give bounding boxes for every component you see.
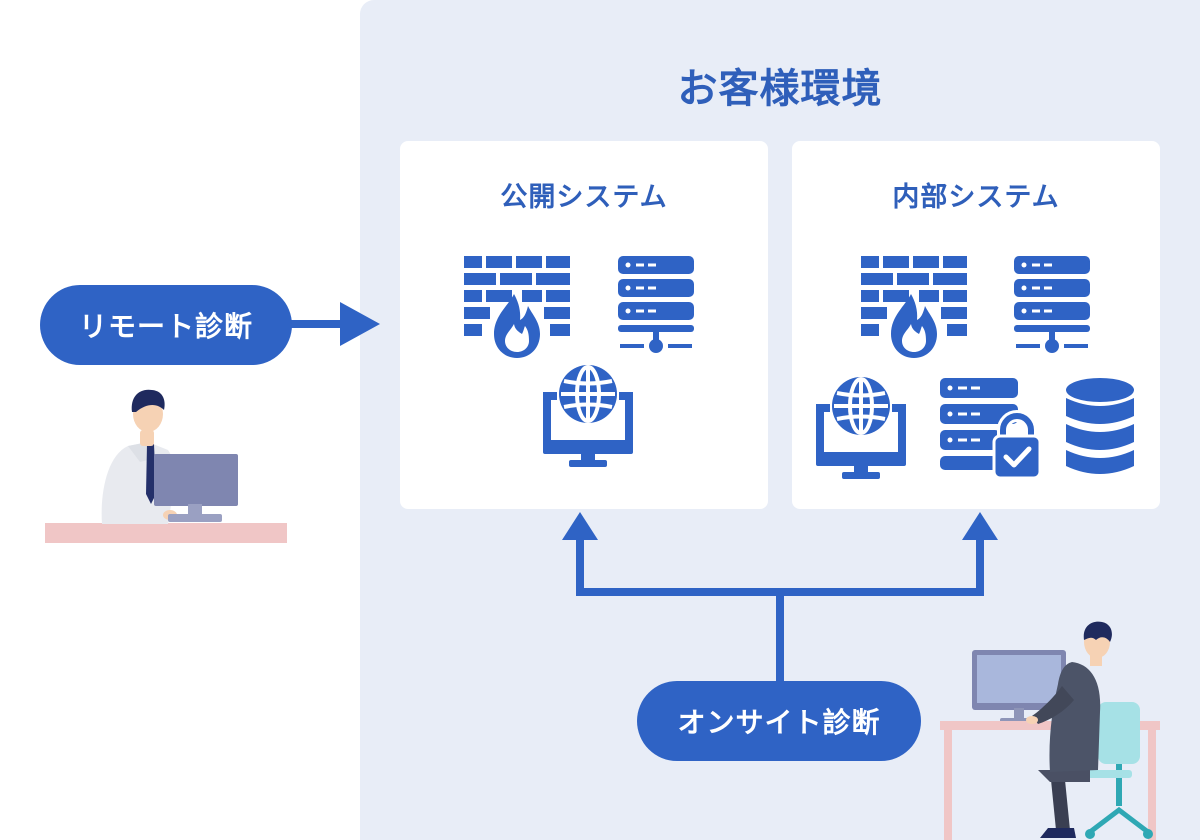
onsite-arrow-left-shaft bbox=[576, 536, 584, 594]
database-icon bbox=[1066, 378, 1134, 474]
onsite-arrow-stem bbox=[776, 590, 784, 686]
remote-diagnosis-pill: リモート診断 bbox=[40, 285, 292, 365]
onsite-arrow-right-shaft bbox=[976, 536, 984, 594]
public-system-title: 公開システム bbox=[500, 182, 668, 213]
secure-server-icon bbox=[940, 378, 1040, 480]
onsite-arrow-left-head bbox=[562, 512, 598, 540]
onsite-diagnosis-label: オンサイト診断 bbox=[677, 706, 881, 739]
firewall-icon bbox=[861, 256, 967, 358]
web-monitor-icon bbox=[543, 365, 633, 467]
server-icon bbox=[1014, 256, 1090, 353]
web-monitor-icon bbox=[816, 377, 906, 479]
remote-arrow-shaft bbox=[290, 320, 342, 328]
remote-worker-illustration bbox=[45, 389, 287, 543]
firewall-icon bbox=[464, 256, 570, 358]
monitor bbox=[154, 454, 238, 506]
environment-title: お客様環境 bbox=[677, 66, 883, 112]
onsite-worker-illustration bbox=[940, 621, 1160, 840]
onsite-arrow-crossbar bbox=[576, 588, 984, 596]
remote-arrow-head bbox=[340, 302, 380, 346]
internal-system-title: 内部システム bbox=[892, 182, 1060, 213]
onsite-arrow-right-head bbox=[962, 512, 998, 540]
server-icon bbox=[618, 256, 694, 353]
onsite-diagnosis-pill: オンサイト診断 bbox=[637, 681, 921, 761]
remote-diagnosis-label: リモート診断 bbox=[78, 310, 253, 343]
desk bbox=[45, 523, 287, 543]
desk bbox=[940, 721, 1160, 730]
